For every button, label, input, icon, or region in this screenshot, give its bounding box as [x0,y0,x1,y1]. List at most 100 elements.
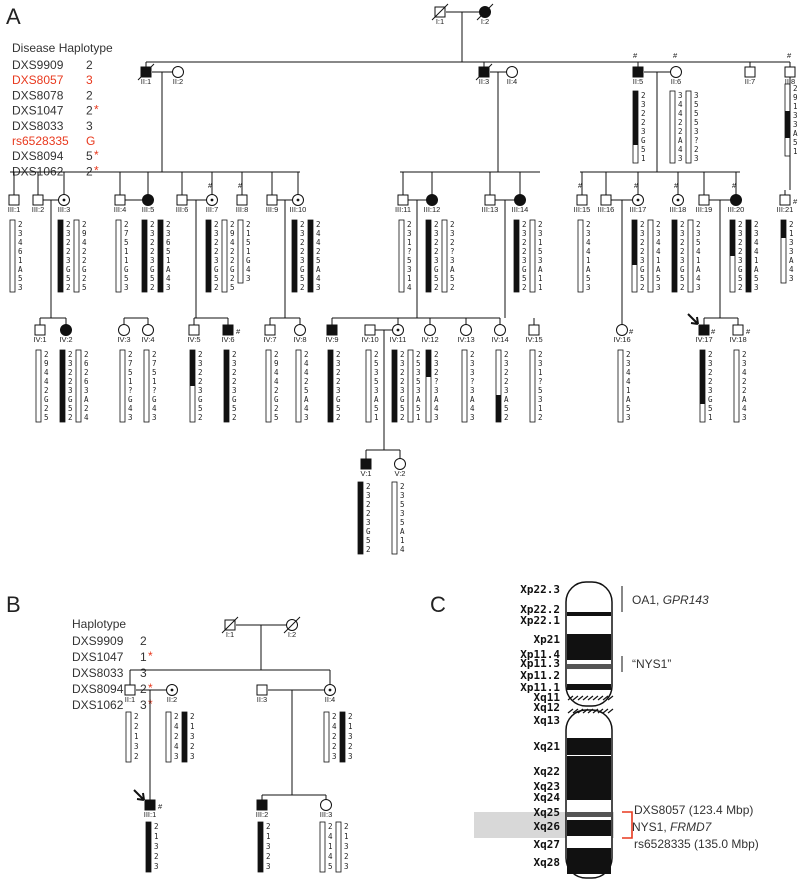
haplotype-bar [647,219,654,293]
genotype-value: 3 [166,283,171,292]
genotype-value: 3 [366,518,371,527]
genotype-value: 2 [328,822,333,831]
haplotype-bar-fill [392,350,397,422]
genotype-value: A [504,395,509,404]
genotype-value: 3 [793,120,798,129]
band-label: Xp11.4 [520,648,560,661]
genotype-value: 2 [232,377,237,386]
haplotype-bar [669,90,676,164]
genotype-value: 2 [586,220,591,229]
haplotype-allele: 2 [86,104,93,118]
genotype-value: 3 [434,413,439,422]
genotype-value: 3 [152,413,157,422]
female-symbol [426,194,438,206]
genotype-value: 3 [470,413,475,422]
band-label: Xq23 [534,780,561,793]
hash-mark: # [158,802,163,811]
male-symbol [576,194,588,206]
genotype-value: 2 [434,247,439,256]
genotype-value: 2 [678,118,683,127]
genotype-value: A [678,136,683,145]
genotype-value: 1 [407,274,412,283]
centromere-hatch [567,708,574,714]
haplotype-marker: DXS8057 [12,73,64,87]
haplotype-bar [391,481,398,555]
male-symbol [744,66,756,78]
genotype-value: 2 [300,220,305,229]
male-symbol [732,324,744,336]
genotype-value: 5 [694,118,699,127]
genotype-value: 2 [678,127,683,136]
carrier-dot [328,688,332,692]
deceased-slash [431,3,449,21]
genotype-value: 4 [678,145,683,154]
haplotype-bar-fill [514,220,519,292]
genotype-value: 3 [304,413,309,422]
haplotype-bar-fill [426,350,431,377]
genotype-value: 6 [166,238,171,247]
genotype-value: 5 [754,274,759,283]
haplotype-b-marker: DXS9909 [72,634,124,648]
genotype-value: 2 [274,386,279,395]
genotype-value: 2 [232,413,237,422]
genotype-value: 2 [300,283,305,292]
deceased-slash [221,616,239,634]
genotype-value: 2 [680,247,685,256]
individual-id: II:6 [671,77,681,86]
haplotype-bar [733,349,740,423]
genotype-value: 5 [128,368,133,377]
genotype-value: G [150,265,155,274]
genotype-value: G [336,395,341,404]
genotype-value: 3 [344,842,349,851]
genotype-value: 5 [152,368,157,377]
deceased-slash [137,63,155,81]
individual-id: III:9 [266,205,279,214]
male-symbol [784,66,796,78]
haplotype-bar [319,821,326,873]
genotype-value: 2 [522,283,527,292]
male-symbol [264,324,276,336]
genotype-value: 2 [316,247,321,256]
genotype-value: ? [434,377,439,386]
genotype-value: 2 [304,377,309,386]
male-symbol [32,194,44,206]
genotype-value: 2 [538,350,543,359]
genotype-value: G [44,395,49,404]
genotype-value: G [680,265,685,274]
centromere-hatch [572,695,579,701]
individual-id: IV:13 [457,335,474,344]
oa1-text: OA1, [632,593,663,607]
haplotype-bar-fill [340,712,345,762]
genotype-value: 9 [793,93,798,102]
genotype-value: 1 [656,256,661,265]
genotype-value: 3 [66,256,71,265]
genotype-value: 5 [626,404,631,413]
genotype-value: A [304,395,309,404]
genotype-value: 6 [84,377,89,386]
individual-id: III:19 [696,205,713,214]
haplotype-allele: 2 [86,58,93,72]
genotype-value: 2 [366,545,371,554]
genotype-value: 2 [789,220,794,229]
male-symbol [397,194,409,206]
band-label: Xq13 [534,714,561,727]
genotype-value: A [656,265,661,274]
genotype-value: 4 [407,283,412,292]
female-symbol [514,194,526,206]
genotype-value: 2 [738,220,743,229]
individual-id: II:3 [479,77,489,86]
genotype-value: 3 [470,368,475,377]
haplotype-allele: 2 [86,88,93,102]
genotype-value: 3 [538,395,543,404]
genotype-value: 3 [470,386,475,395]
male-symbol [632,66,644,78]
centromere-hatch [582,708,589,714]
genotype-value: 4 [316,229,321,238]
proband-arrow-icon [133,789,145,801]
genotype-value: 2 [150,220,155,229]
individual-id: IV:11 [390,335,407,344]
genotype-value: 5 [656,274,661,283]
haplotype-bar [295,349,302,423]
haplotype-bar-fill [785,111,790,138]
